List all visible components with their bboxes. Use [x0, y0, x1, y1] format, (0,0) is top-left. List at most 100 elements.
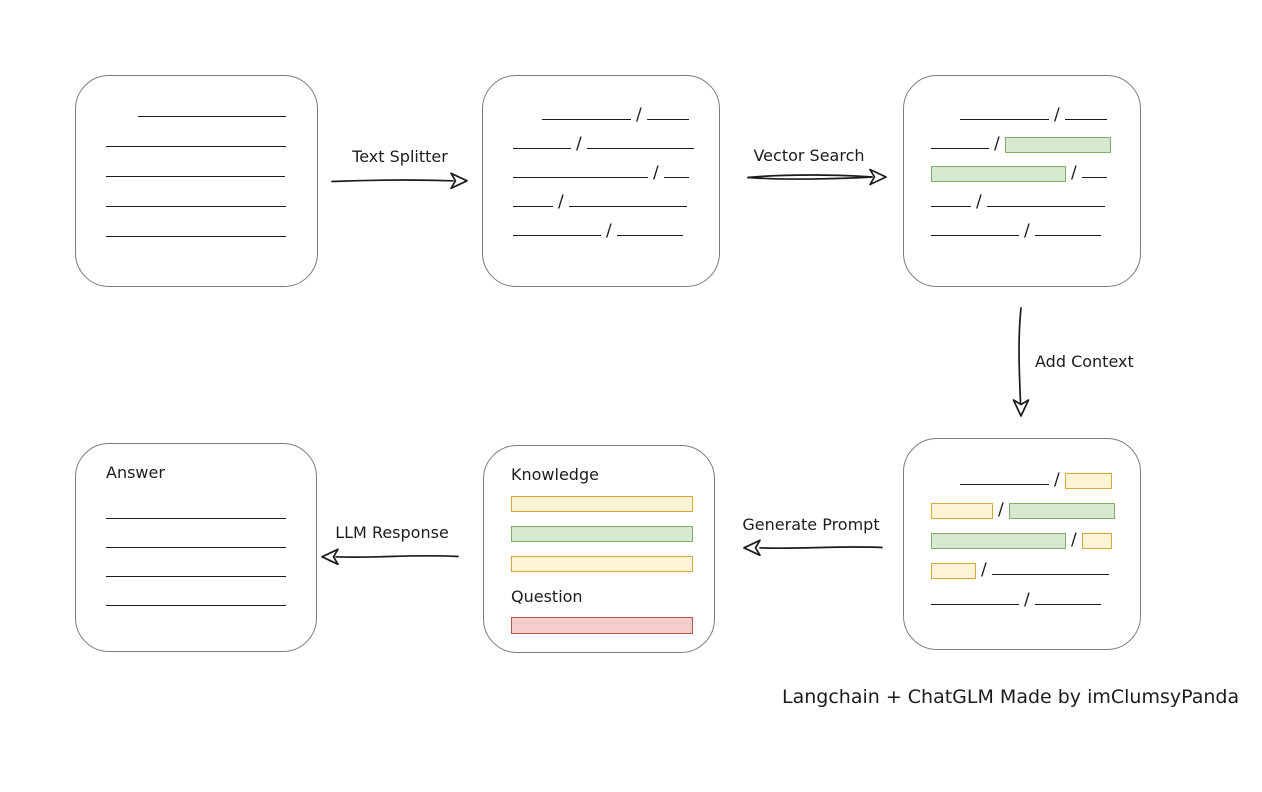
text-splitter-label: Text Splitter: [352, 147, 448, 166]
knowledge-chunk-yellow-2: [511, 556, 693, 572]
text-line: [1064, 119, 1107, 120]
separator-slash: /: [1071, 530, 1077, 550]
generate-prompt-arrow: [743, 539, 883, 557]
separator-slash: /: [606, 221, 612, 241]
text-row: /: [931, 501, 1140, 519]
retrieved-chunks-box: / / / / /: [903, 75, 1141, 287]
vector-search-label: Vector Search: [753, 146, 865, 165]
knowledge-chunk-yellow-1: [511, 496, 693, 512]
text-line: [586, 148, 694, 149]
separator-slash: /: [998, 500, 1004, 520]
text-row: /: [931, 135, 1140, 153]
green-chunk: [931, 166, 1066, 182]
text-row: /: [931, 193, 1140, 211]
text-line: [513, 235, 601, 236]
answer-box: Answer: [75, 443, 317, 652]
document-rows: [76, 76, 317, 241]
text-line: [106, 146, 286, 147]
retrieved-rows: / / / / /: [904, 76, 1140, 240]
answer-text-line: [106, 576, 286, 577]
text-row: /: [931, 591, 1140, 609]
separator-slash: /: [1024, 221, 1030, 241]
separator-slash: /: [1054, 470, 1060, 490]
text-row: /: [931, 471, 1140, 489]
generate-prompt-label: Generate Prompt: [742, 515, 880, 534]
text-line: [106, 236, 286, 237]
text-line: [931, 235, 1019, 236]
question-label: Question: [511, 587, 583, 606]
text-line: [513, 206, 553, 207]
text-line: [138, 116, 286, 117]
split-chunks-box: / / / / /: [482, 75, 720, 287]
text-row: /: [513, 193, 719, 211]
text-row: /: [931, 164, 1140, 182]
text-line: [513, 148, 571, 149]
text-splitter-arrow: [331, 172, 468, 190]
text-line: [513, 177, 648, 178]
text-line: [568, 206, 687, 207]
yellow-chunk: [931, 503, 993, 519]
green-chunk: [1008, 503, 1115, 519]
answer-text-line: [106, 518, 286, 519]
text-row: [106, 223, 317, 241]
text-row: /: [513, 222, 719, 240]
add-context-arrow: [1012, 307, 1030, 417]
yellow-chunk: [1081, 533, 1112, 549]
text-line: [1081, 177, 1107, 178]
text-line: [663, 177, 689, 178]
separator-slash: /: [994, 134, 1000, 154]
diagram-caption: Langchain + ChatGLM Made by imClumsyPand…: [782, 686, 1240, 708]
text-line: [986, 206, 1105, 207]
text-line: [991, 574, 1109, 575]
text-line: [106, 176, 285, 177]
green-chunk: [931, 533, 1066, 549]
separator-slash: /: [653, 163, 659, 183]
text-row: [106, 133, 317, 151]
knowledge-chunk-green: [511, 526, 693, 542]
answer-text-line: [106, 547, 286, 548]
text-line: [931, 604, 1019, 605]
text-row: /: [931, 106, 1140, 124]
context-rows: / / / / /: [904, 439, 1140, 609]
text-row: [106, 163, 317, 181]
text-row: /: [513, 106, 719, 124]
separator-slash: /: [976, 192, 982, 212]
text-row: /: [931, 531, 1140, 549]
answer-label: Answer: [106, 463, 165, 482]
separator-slash: /: [1071, 163, 1077, 183]
separator-slash: /: [981, 560, 987, 580]
text-row: [106, 193, 317, 211]
text-line: [106, 206, 286, 207]
yellow-chunk: [931, 563, 976, 579]
add-context-label: Add Context: [1035, 352, 1134, 371]
text-line: [616, 235, 683, 236]
yellow-chunk: [1064, 473, 1112, 489]
text-line: [1034, 604, 1101, 605]
text-row: /: [931, 561, 1140, 579]
question-chunk-red: [511, 617, 693, 634]
text-line: [960, 119, 1049, 120]
text-line: [931, 206, 971, 207]
green-chunk: [1004, 137, 1111, 153]
prompt-box: Knowledge Question: [483, 445, 715, 653]
llm-response-label: LLM Response: [335, 523, 449, 542]
knowledge-label: Knowledge: [511, 465, 599, 484]
text-line: [542, 119, 631, 120]
separator-slash: /: [558, 192, 564, 212]
text-line: [1034, 235, 1101, 236]
separator-slash: /: [1054, 105, 1060, 125]
separator-slash: /: [1024, 590, 1030, 610]
llm-response-arrow: [321, 548, 459, 566]
source-document-box: [75, 75, 318, 287]
text-row: /: [513, 164, 719, 182]
text-row: [106, 103, 317, 121]
chunks-rows: / / / / /: [483, 76, 719, 240]
text-line: [960, 484, 1049, 485]
text-line: [931, 148, 989, 149]
vector-search-arrow: [747, 168, 887, 186]
answer-text-line: [106, 605, 286, 606]
separator-slash: /: [636, 105, 642, 125]
text-row: /: [931, 222, 1140, 240]
text-row: /: [513, 135, 719, 153]
